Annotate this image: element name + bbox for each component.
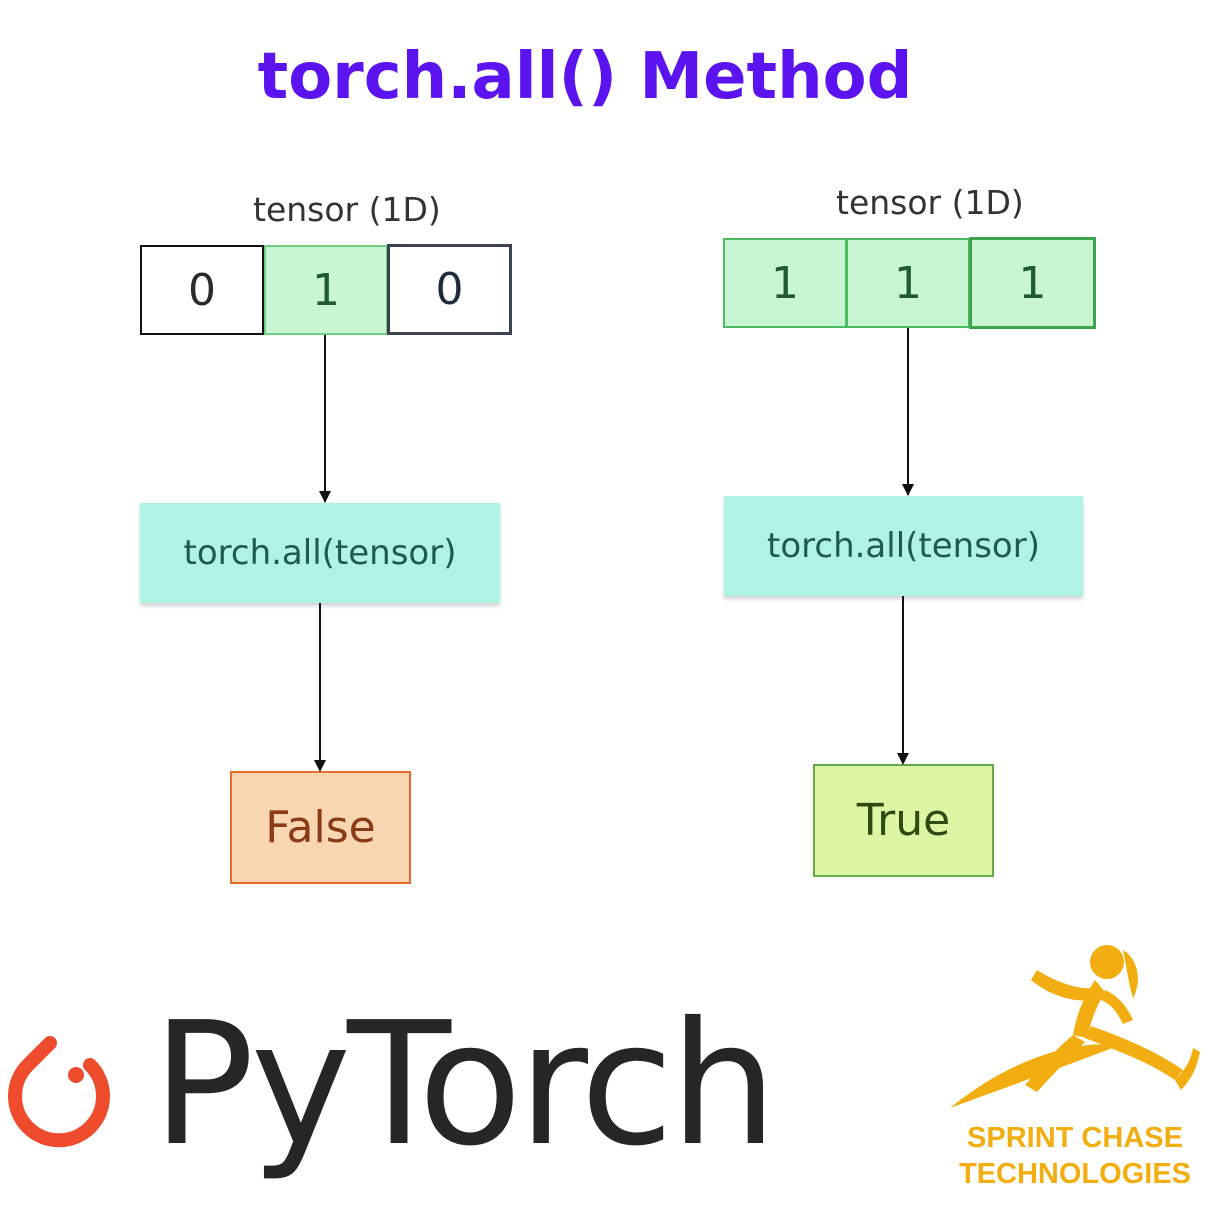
tensor-cell-right-1: 1 — [846, 238, 970, 328]
operation-box-right: torch.all(tensor) — [724, 496, 1083, 596]
operation-box-left: torch.all(tensor) — [140, 503, 500, 603]
tensor-cell-right-2: 1 — [969, 237, 1096, 329]
tensor-cell-left-2: 0 — [387, 244, 512, 335]
sprint-chase-runner-icon — [950, 945, 1200, 1108]
tensor-cell-left-1: 1 — [264, 245, 388, 335]
result-false-box: False — [230, 771, 411, 884]
page-title: torch.all() Method — [257, 40, 913, 114]
sprint-chase-line1: SPRINT CHASE — [967, 1122, 1183, 1154]
pytorch-wordmark: PyTorch — [152, 986, 777, 1184]
tensor-cell-left-0: 0 — [140, 245, 264, 335]
tensor-label-right: tensor (1D) — [836, 183, 1024, 222]
tensor-label-left: tensor (1D) — [253, 190, 441, 229]
sprint-chase-line2: TECHNOLOGIES — [958, 1158, 1191, 1190]
result-true-box: True — [813, 764, 994, 877]
tensor-cell-right-0: 1 — [723, 238, 847, 328]
pytorch-flame-icon — [8, 1036, 110, 1148]
